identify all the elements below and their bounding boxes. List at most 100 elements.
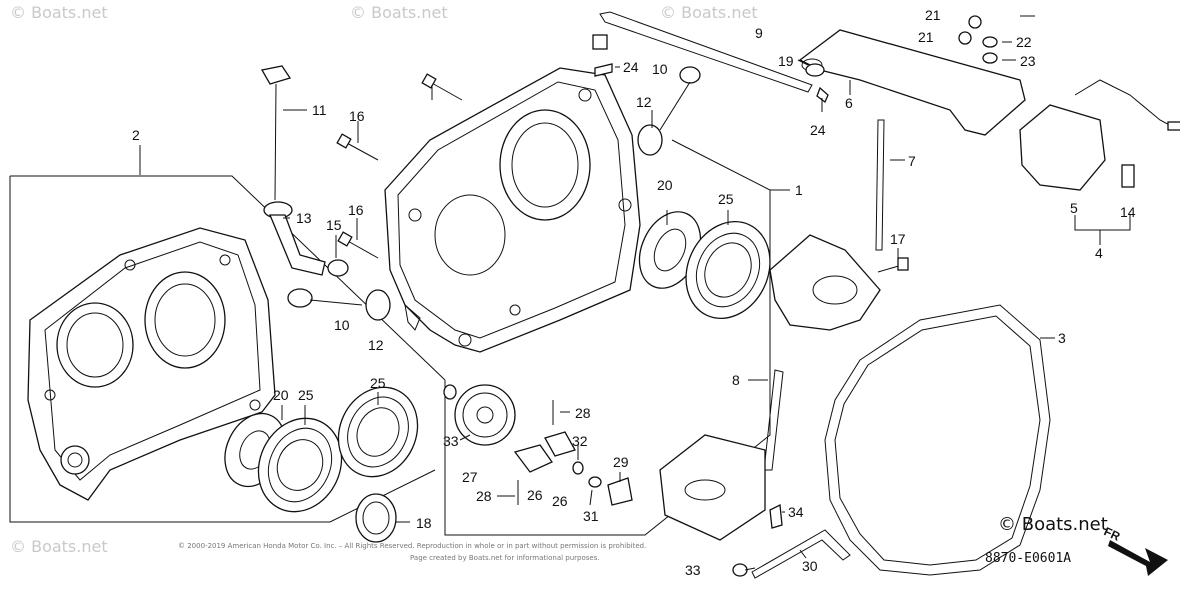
clip-34	[769, 503, 783, 529]
callout-label: 15	[326, 217, 342, 233]
washer-23	[982, 52, 998, 64]
bearing-lower-25b	[337, 386, 419, 478]
washer-31	[588, 476, 602, 488]
nut-15	[327, 259, 349, 277]
oil-seal-12-upper	[637, 124, 663, 156]
callout-label: 33	[443, 433, 459, 449]
oil-tray	[659, 434, 766, 541]
callout-label: 10	[334, 317, 350, 333]
callout-label: 24	[810, 122, 826, 138]
callout-label: 14	[1120, 204, 1136, 220]
callout-label: 28	[476, 488, 492, 504]
callout-label: 10	[652, 61, 668, 77]
screw-21-b	[958, 31, 972, 45]
bearing-lower-25a	[257, 417, 343, 513]
weight-26-a	[513, 444, 553, 473]
pulser-coil-5	[1019, 79, 1180, 191]
callout-label: 24	[623, 59, 639, 75]
watermark: © Boats.net	[10, 3, 108, 22]
callout-label: 26	[527, 487, 543, 503]
bolt-17	[877, 257, 909, 273]
callout-label: 16	[348, 202, 364, 218]
screw-21-a	[968, 15, 982, 29]
crankcase-right	[384, 67, 641, 353]
callout-label: 29	[613, 454, 629, 470]
shaft-29	[607, 477, 633, 506]
clip-32	[572, 461, 584, 475]
nut-22	[982, 36, 998, 48]
callout-label: 1	[795, 182, 803, 198]
callout-label: 8	[732, 372, 740, 388]
bolt-16-b	[336, 133, 379, 161]
copyright-line: Page created by Boats.net for informatio…	[410, 554, 600, 562]
oil-filler-cap-10-upper	[659, 66, 701, 131]
callout-label: 6	[845, 95, 853, 111]
governor-arm-30	[751, 529, 851, 579]
callout-label: 9	[755, 25, 763, 41]
callout-label: 23	[1020, 53, 1036, 69]
dipstick-11	[260, 65, 292, 201]
oil-return-pipe-7	[875, 119, 885, 251]
callout-label: 25	[298, 387, 314, 403]
diagram-code: 8870-E0601A	[985, 551, 1071, 566]
bolt-16-a	[421, 73, 463, 101]
watermark: © Boats.net	[350, 3, 448, 22]
callout-label: 2	[132, 127, 140, 143]
callout-label: 22	[1016, 34, 1032, 50]
washer-19	[805, 63, 825, 77]
oil-seal-18	[355, 493, 397, 543]
watermark: © Boats.net	[660, 3, 758, 22]
copyright-line: © 2000-2019 American Honda Motor Co. Inc…	[178, 542, 646, 550]
washer-33-b	[732, 563, 748, 577]
filler-tube-13	[263, 201, 326, 276]
oil-filler-cap-10-lower	[287, 288, 363, 308]
callout-label: 33	[685, 562, 701, 578]
callout-label: 18	[416, 515, 432, 531]
callout-label: 20	[657, 177, 673, 193]
callout-label: 3	[1058, 330, 1066, 346]
watermark: © Boats.net	[10, 537, 108, 556]
oil-pipe-8	[763, 369, 784, 471]
callout-label: 25	[718, 191, 734, 207]
governor-gear-27	[454, 384, 516, 446]
callout-label: 5	[1070, 200, 1078, 216]
gasket-3	[824, 304, 1051, 576]
breather-pipe-9	[592, 11, 813, 93]
callout-label: 19	[778, 53, 794, 69]
callout-label: 21	[918, 29, 934, 45]
callout-label: 34	[788, 504, 804, 520]
front-arrow-icon: FR	[1102, 524, 1168, 576]
brand-watermark: © Boats.net	[998, 514, 1108, 535]
callout-label: 21	[925, 7, 941, 23]
oil-seal-12-lower	[365, 289, 391, 321]
bearing-upper-25	[685, 220, 771, 320]
crankcase-cover-left	[27, 227, 276, 501]
callout-label: 11	[312, 102, 327, 118]
weight-26-b	[544, 431, 576, 457]
callout-label: 26	[552, 493, 568, 509]
callout-label: 20	[273, 387, 289, 403]
washer-33-a	[443, 384, 457, 400]
callout-label: 32	[572, 433, 588, 449]
clip-24-b	[816, 86, 829, 104]
callout-label: 4	[1095, 245, 1103, 261]
callout-label: 17	[890, 231, 906, 247]
callout-label: 7	[908, 153, 916, 169]
callout-label: 12	[368, 337, 384, 353]
clip-14	[1121, 164, 1135, 188]
callout-label: 28	[575, 405, 591, 421]
callout-label: 13	[296, 210, 312, 226]
callout-label: 25	[370, 375, 386, 391]
callout-label: 12	[636, 94, 652, 110]
callout-label: 27	[462, 469, 478, 485]
callout-label: 30	[802, 558, 818, 574]
oil-strainer-holder	[769, 234, 881, 331]
clip-24-a	[594, 63, 613, 77]
bearing-upper-20	[638, 211, 702, 289]
fr-label: FR	[1102, 524, 1123, 544]
callout-label: 16	[349, 108, 365, 124]
bolt-16-c	[337, 231, 379, 259]
callout-label: 31	[583, 508, 599, 524]
